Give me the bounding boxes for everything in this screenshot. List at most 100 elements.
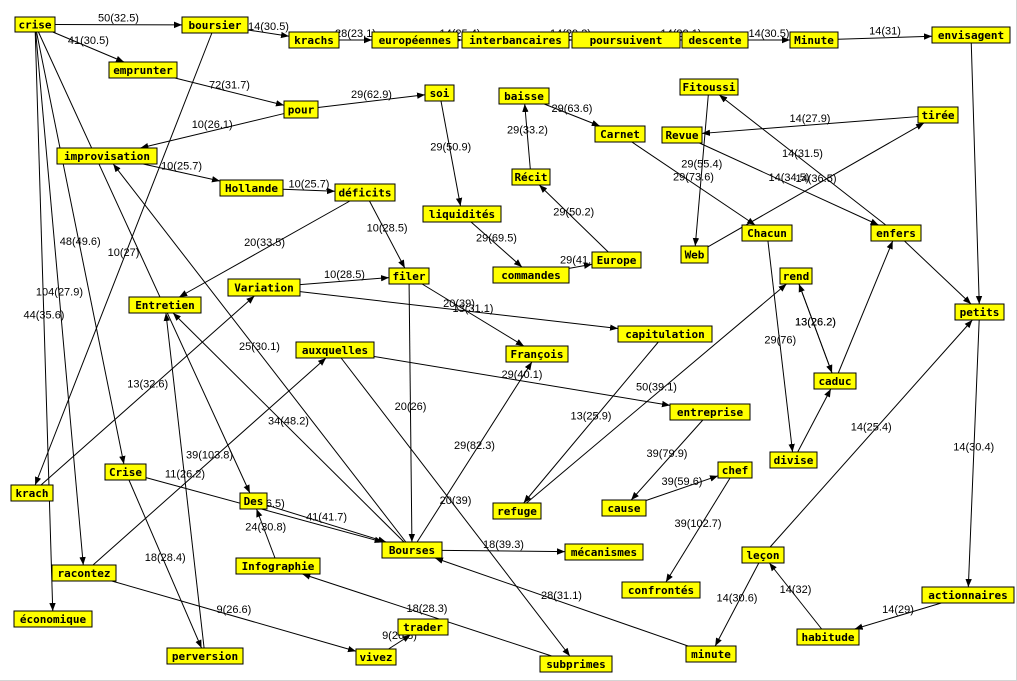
node-label: petits (960, 306, 1000, 319)
node-deficits[interactable]: déficits (334, 183, 396, 202)
node-actionnaires[interactable]: actionnaires (921, 586, 1015, 604)
node-chef[interactable]: chef (717, 461, 753, 479)
edge-label-improvisation-Hollande: 10(25.7) (161, 161, 202, 173)
edge-deficits-filer (369, 200, 406, 269)
node-boursier[interactable]: boursier (181, 16, 249, 34)
edge-Fitoussi-Web (692, 94, 709, 247)
node-caduc[interactable]: caduc (813, 372, 857, 390)
node-label: Carnet (600, 128, 640, 141)
node-mecanismes[interactable]: mécanismes (564, 543, 644, 561)
edge-Hollande-deficits (282, 187, 336, 195)
edge-Minute-envisagent (837, 33, 933, 40)
node-Recit[interactable]: Récit (511, 168, 551, 186)
node-auxquelles[interactable]: auxquelles (295, 341, 375, 359)
node-emprunter[interactable]: emprunter (108, 61, 178, 79)
node-commandes[interactable]: commandes (492, 266, 570, 284)
node-krach[interactable]: krach (10, 484, 54, 502)
node-crise[interactable]: crise (14, 16, 56, 33)
node-envisagent[interactable]: envisagent (931, 26, 1011, 44)
node-box (870, 224, 922, 242)
node-enfers[interactable]: enfers (870, 224, 922, 242)
node-Crise[interactable]: Crise (104, 463, 147, 481)
edge-lecon-minute (714, 562, 760, 647)
node-Infographie[interactable]: Infographie (235, 557, 321, 575)
node-liquidites[interactable]: liquidités (422, 205, 502, 223)
node-box (288, 31, 340, 49)
node-perversion[interactable]: perversion (166, 647, 244, 665)
node-refuge[interactable]: refuge (492, 502, 542, 520)
node-label: perversion (172, 650, 238, 663)
node-baisse[interactable]: baisse (498, 87, 550, 105)
node-label: subprimes (546, 658, 606, 671)
node-Hollande[interactable]: Hollande (219, 179, 284, 197)
node-box (283, 100, 319, 119)
edge-vivez-trader (388, 634, 411, 650)
node-label: confrontés (628, 584, 694, 597)
node-entreprise[interactable]: entreprise (669, 403, 751, 421)
node-box (685, 645, 737, 663)
edge-label-deficits-Entretien: 20(33.5) (244, 237, 285, 249)
node-label: boursier (189, 19, 242, 32)
edge-label-crise-economique: 44(35.6) (24, 310, 65, 322)
edge-label-baisse-Carnet: 29(63.6) (552, 103, 593, 115)
node-tiree[interactable]: tirée (917, 106, 959, 124)
node-vivez[interactable]: vivez (355, 648, 397, 666)
edge-crise-Crise (36, 31, 126, 465)
node-europeennes[interactable]: européennes (371, 31, 459, 49)
node-descente[interactable]: descente (681, 31, 749, 49)
edge-filer-Bourses (408, 283, 416, 543)
node-interbancaires[interactable]: interbancaires (461, 31, 570, 49)
node-label: Europe (597, 254, 637, 267)
node-cause[interactable]: cause (601, 499, 647, 517)
edge-label-crise-boursier: 50(32.5) (98, 13, 139, 25)
edge-envisagent-petits (970, 42, 983, 305)
node-label: minute (691, 648, 731, 661)
node-Carnet[interactable]: Carnet (594, 125, 646, 143)
node-capitulation[interactable]: capitulation (617, 325, 713, 343)
node-Francois[interactable]: François (505, 345, 569, 363)
edge-crise-emprunter (52, 31, 125, 63)
node-label: krach (15, 487, 48, 500)
node-rend[interactable]: rend (779, 267, 813, 285)
node-habitude[interactable]: habitude (796, 628, 860, 646)
node-label: Des (244, 495, 264, 508)
node-Des[interactable]: Des (239, 492, 268, 510)
node-trader[interactable]: trader (397, 618, 449, 636)
node-label: auxquelles (302, 344, 368, 357)
node-Entretien[interactable]: Entretien (128, 296, 202, 314)
node-Europe[interactable]: Europe (591, 251, 642, 269)
node-Chacun[interactable]: Chacun (741, 224, 793, 242)
node-petits[interactable]: petits (954, 303, 1005, 321)
node-soi[interactable]: soi (424, 84, 455, 102)
node-filer[interactable]: filer (388, 267, 430, 285)
node-improvisation[interactable]: improvisation (56, 147, 158, 165)
node-Fitoussi[interactable]: Fitoussi (679, 78, 739, 96)
node-box (789, 31, 839, 49)
node-Minute[interactable]: Minute (789, 31, 839, 49)
node-label: cause (607, 502, 640, 515)
node-label: refuge (497, 505, 537, 518)
node-krachs[interactable]: krachs (288, 31, 340, 49)
node-divise[interactable]: divise (769, 451, 818, 469)
node-label: racontez (58, 567, 111, 580)
node-poursuivent[interactable]: poursuivent (571, 31, 681, 49)
edge-caduc-enfers (837, 240, 894, 374)
node-economique[interactable]: économique (13, 610, 93, 628)
node-Bourses[interactable]: Bourses (381, 541, 443, 559)
node-racontez[interactable]: racontez (51, 564, 117, 582)
node-confrontes[interactable]: confrontés (621, 581, 701, 599)
node-minute[interactable]: minute (685, 645, 737, 663)
node-label: filer (392, 270, 425, 283)
node-box (51, 564, 117, 582)
node-lecon[interactable]: leçon (741, 546, 785, 564)
node-Variation[interactable]: Variation (227, 278, 301, 297)
node-Revue[interactable]: Revue (661, 126, 703, 144)
node-subprimes[interactable]: subprimes (539, 655, 613, 673)
edge-label-boursier-krachs: 14(30.5) (248, 21, 289, 33)
node-Web[interactable]: Web (680, 245, 709, 264)
edge-crise-economique (34, 31, 56, 612)
edge-cause-chef (645, 475, 719, 501)
node-pour[interactable]: pour (283, 100, 319, 119)
node-box (954, 303, 1005, 321)
